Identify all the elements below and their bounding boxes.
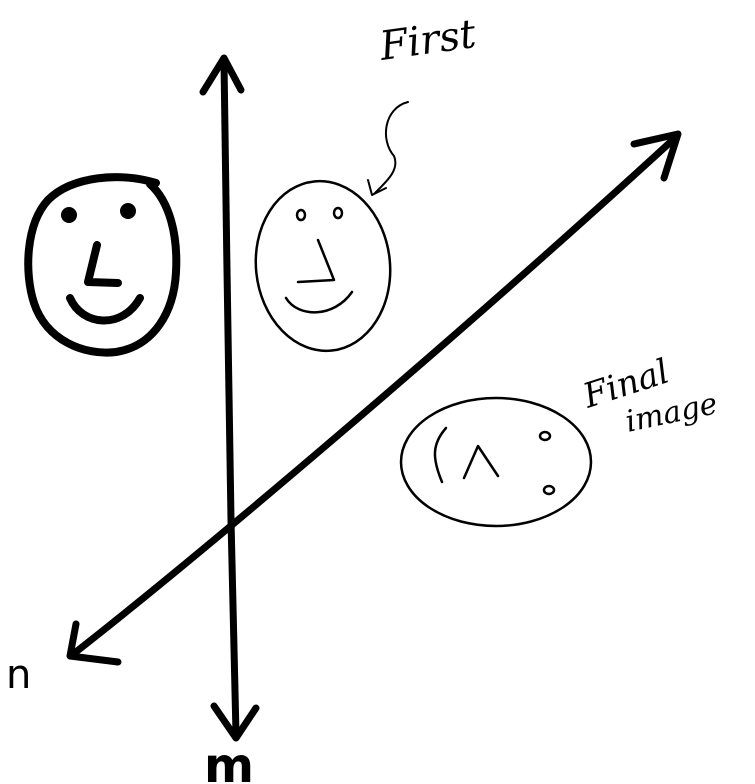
arrow-head-lower-left: [66, 620, 122, 666]
first-pointer-arrow: [367, 101, 409, 196]
smiley-face-icon: [24, 173, 181, 357]
rotated-face-icon: [399, 396, 593, 528]
nose: [84, 241, 122, 287]
arrow-head-bottom: [210, 702, 260, 742]
line-m: [199, 54, 260, 742]
first-label: First: [376, 11, 480, 70]
final-image-face: [399, 396, 593, 528]
mouth: [66, 294, 144, 325]
right-eye: [332, 206, 344, 220]
nose: [296, 238, 336, 284]
left-eye: [61, 207, 77, 223]
lower-eye: [542, 484, 556, 496]
arrow-head-upper-right: [630, 130, 682, 182]
smiley-face-icon: [254, 179, 392, 353]
mouth: [433, 426, 448, 484]
right-eye: [120, 203, 136, 219]
line-n-label: n: [6, 652, 31, 698]
upper-eye: [538, 430, 552, 442]
line-m-label: m: [204, 738, 254, 784]
mouth: [284, 290, 354, 314]
arrow-head-top: [199, 54, 245, 96]
left-eye: [295, 208, 307, 222]
original-face: [24, 173, 181, 357]
first-image-face: [254, 101, 409, 353]
line-n: [66, 130, 682, 666]
nose: [462, 444, 500, 480]
